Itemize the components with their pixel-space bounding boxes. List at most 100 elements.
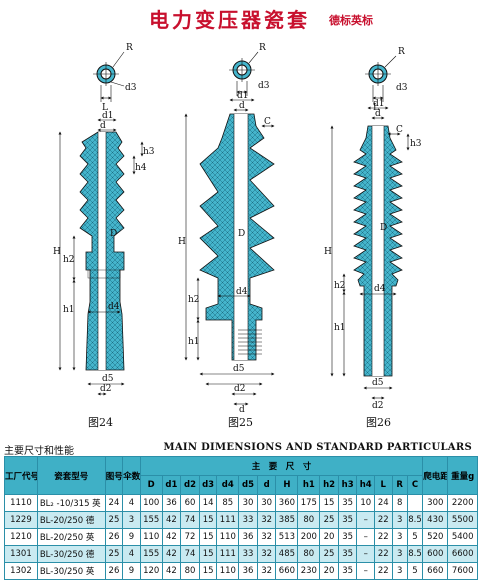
cell-dim: 42 (161, 528, 182, 546)
cell-dim: 15 (198, 562, 218, 580)
page-title-block: 电力变压器瓷套 德标英标 (0, 4, 482, 33)
cell-umbrella: 9 (122, 528, 141, 546)
cell-dim: 36 (238, 562, 258, 580)
cell-dim: 32 (256, 545, 277, 563)
fig26-label-d2: d2 (372, 401, 384, 411)
fig25-label-d1: d1 (237, 91, 249, 101)
cell-dim: 74 (180, 511, 200, 529)
cell-dim: 25 (319, 511, 339, 529)
cell-code: 1210 (4, 528, 38, 546)
header-col-h3: h3 (337, 475, 358, 495)
cell-umbrella: 3 (122, 511, 141, 529)
header-col-d1: d1 (161, 475, 182, 495)
cell-dim: 85 (216, 494, 240, 512)
fig24-label-d2: d2 (100, 384, 112, 394)
fig25-label-h2: h2 (188, 295, 200, 305)
cell-dim: 8.5 (406, 545, 424, 563)
header-col-R: R (391, 475, 408, 495)
cell-dim: 230 (297, 562, 321, 580)
figure-25-drawing (184, 51, 275, 406)
cell-model: BL-30/250 英 (36, 562, 106, 580)
cell-dim: 10 (356, 494, 375, 512)
cell-dim: 100 (139, 494, 163, 512)
fig26-label-d4: d4 (374, 284, 386, 294)
cell-dim: 22 (373, 528, 393, 546)
cell-dim: 3 (391, 511, 408, 529)
fig26-label-R: R (398, 47, 405, 57)
cell-dim: 36 (161, 494, 182, 512)
cell-dim: 80 (297, 545, 321, 563)
cell-dim: 35 (337, 528, 358, 546)
cell-dim: 80 (297, 511, 321, 529)
cell-creepage: 660 (422, 562, 449, 580)
dimension-labels: R d3 L d1 d h3 h4 D H h2 h1 d4 d5 d2 R d… (53, 43, 422, 414)
cell-model: BL-20/250 英 (36, 528, 106, 546)
cell-dim: 35 (337, 545, 358, 563)
cell-dim: 120 (139, 562, 163, 580)
cell-dim: 74 (180, 545, 200, 563)
cell-model: BL-20/250 德 (36, 511, 106, 529)
cell-dim: 360 (275, 494, 299, 512)
cell-dim: 35 (337, 511, 358, 529)
cell-dim: 110 (139, 528, 163, 546)
fig24-dimensions (58, 118, 144, 396)
cell-dim: 20 (319, 528, 339, 546)
cell-dim: 3 (391, 528, 408, 546)
cell-dim: 385 (275, 511, 299, 529)
header-col-h4: h4 (356, 475, 375, 495)
header-col-h2: h2 (319, 475, 339, 495)
fig26-label-d5: d5 (372, 378, 384, 388)
cell-model: BL₂ -10/315 英 (36, 494, 106, 512)
fig26-label-H: H (324, 247, 332, 257)
cell-figure: 24 (104, 494, 124, 512)
fig25-label-d: d (239, 101, 245, 111)
cell-umbrella: 9 (122, 562, 141, 580)
figure-26-drawing (330, 55, 410, 400)
cell-umbrella: 4 (122, 545, 141, 563)
cell-dim: 15 (319, 494, 339, 512)
cell-dim: 5 (406, 562, 424, 580)
header-col-d: d (256, 475, 277, 495)
cell-dim: 32 (256, 511, 277, 529)
fig25-label-C: C (264, 117, 271, 127)
header-model: 瓷套型号 (36, 456, 106, 495)
cell-dim: 110 (216, 562, 240, 580)
header-col-d2: d2 (180, 475, 200, 495)
fig25-label-D: D (238, 229, 245, 239)
cell-dim: 3 (391, 545, 408, 563)
cell-code: 1229 (4, 511, 38, 529)
header-umbrella: 伞数 (122, 456, 141, 495)
cell-dim: 32 (256, 528, 277, 546)
cell-dim: 175 (297, 494, 321, 512)
cell-dim: – (356, 562, 375, 580)
header-factory-code: 工厂代号 (4, 456, 38, 495)
cell-dim: 80 (180, 562, 200, 580)
cell-dim: 33 (238, 511, 258, 529)
cell-weight: 7600 (447, 562, 478, 580)
fig24-label-H: H (53, 247, 61, 257)
cell-dim: 485 (275, 545, 299, 563)
cell-weight: 6600 (447, 545, 478, 563)
fig25-label-h1: h1 (188, 337, 200, 347)
cell-dim: 20 (319, 562, 339, 580)
header-col-d5: d5 (238, 475, 258, 495)
dimensions-table: 工厂代号 瓷套型号 图号 伞数 主 要 尺 寸 爬电距离mm 重量g Dd1d2… (4, 456, 478, 580)
cell-creepage: 300 (422, 494, 449, 512)
figure-24-caption: 图24 (88, 416, 113, 429)
fig24-label-R: R (126, 43, 133, 53)
cell-dim: 42 (161, 562, 182, 580)
fig25-label-d2: d2 (234, 384, 246, 394)
fig24-label-h1: h1 (63, 305, 75, 315)
fig24-label-d3: d3 (125, 83, 137, 93)
cell-code: 1302 (4, 562, 38, 580)
fig26-dimensions (330, 106, 410, 400)
fig26-label-d1: d1 (373, 99, 385, 109)
fig26-body (353, 125, 403, 377)
header-col-L: L (373, 475, 393, 495)
fig24-body (79, 131, 125, 371)
cell-dim: 22 (373, 562, 393, 580)
cell-dim: 36 (238, 528, 258, 546)
